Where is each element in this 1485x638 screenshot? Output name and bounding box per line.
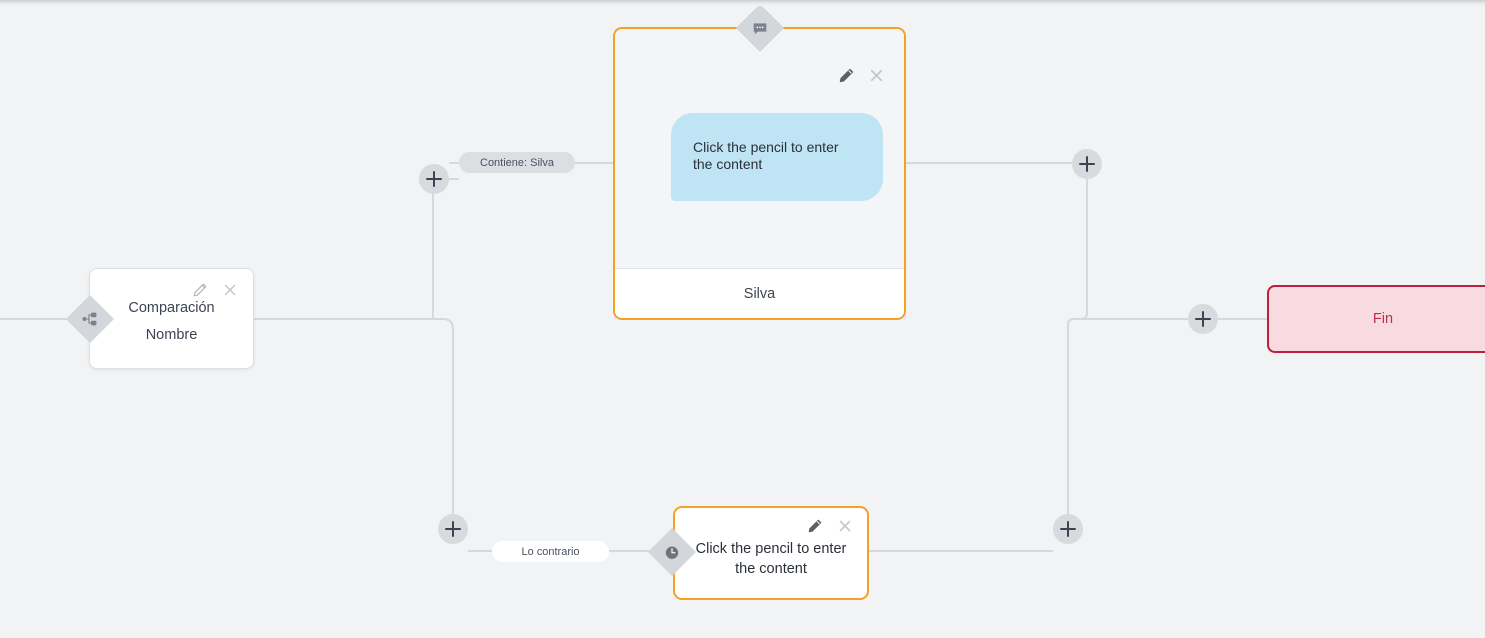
- chat-bubble-icon: [735, 3, 785, 53]
- branch-split-icon: [65, 294, 115, 344]
- clock-icon: [647, 527, 697, 577]
- node-toolbar: [838, 67, 884, 83]
- add-step-button-top-right[interactable]: [1072, 149, 1102, 179]
- close-icon[interactable]: [868, 67, 884, 83]
- edge-label-contrario[interactable]: Lo contrario: [492, 541, 609, 562]
- node-delay[interactable]: Click the pencil to enter the content: [673, 506, 869, 600]
- node-toolbar: [192, 282, 238, 298]
- clock-glyph: [664, 544, 681, 561]
- delay-placeholder-text: Click the pencil to enter the content: [695, 541, 847, 577]
- node-fin-label: Fin: [1372, 311, 1394, 327]
- add-step-button-before-fin[interactable]: [1188, 304, 1218, 334]
- message-bubble[interactable]: Click the pencil to enter the content: [671, 113, 883, 201]
- node-fin[interactable]: Fin: [1267, 285, 1485, 353]
- node-toolbar: [807, 518, 853, 534]
- node-message[interactable]: Click the pencil to enter the content Si…: [613, 27, 906, 320]
- message-footer-label: Silva: [615, 268, 904, 318]
- add-step-button-top-left[interactable]: [419, 164, 449, 194]
- node-subtitle: Nombre: [145, 327, 198, 343]
- pencil-icon[interactable]: [807, 518, 823, 534]
- chat-bubble-glyph: [752, 20, 769, 37]
- pencil-icon[interactable]: [838, 67, 854, 83]
- top-edge-shadow: [0, 0, 1485, 6]
- branch-split-glyph: [81, 310, 99, 328]
- close-icon[interactable]: [837, 518, 853, 534]
- node-title: Comparación: [128, 300, 215, 316]
- add-step-button-bottom-right[interactable]: [1053, 514, 1083, 544]
- pencil-icon[interactable]: [192, 282, 208, 298]
- close-icon[interactable]: [222, 282, 238, 298]
- edge-label-contiene[interactable]: Contiene: Silva: [459, 152, 575, 173]
- add-step-button-bottom-left[interactable]: [438, 514, 468, 544]
- node-comparacion[interactable]: Comparación Nombre: [89, 268, 254, 369]
